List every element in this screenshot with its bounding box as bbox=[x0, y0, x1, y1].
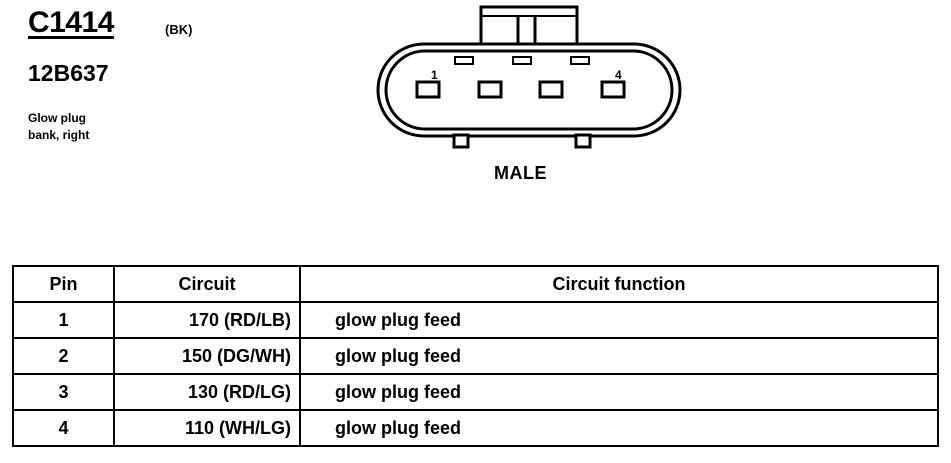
connector-body-outer bbox=[376, 42, 682, 138]
connector-face-diagram: 1 4 bbox=[376, 5, 682, 149]
cell-circuit: 170 (RD/LB) bbox=[113, 301, 301, 339]
key-tab-3 bbox=[570, 56, 590, 65]
table-row: 4 110 (WH/LG) glow plug feed bbox=[12, 409, 939, 447]
header-circuit-function: Circuit function bbox=[299, 265, 939, 303]
cell-pin: 4 bbox=[12, 409, 115, 447]
cell-function: glow plug feed bbox=[299, 301, 939, 339]
connector-body-inner bbox=[384, 49, 674, 131]
description-line-2: bank, right bbox=[28, 128, 90, 142]
cell-function: glow plug feed bbox=[299, 337, 939, 375]
pin-table: Pin Circuit Circuit function 1 170 (RD/L… bbox=[12, 265, 939, 447]
table-row: 2 150 (DG/WH) glow plug feed bbox=[12, 337, 939, 375]
key-tab-1 bbox=[454, 56, 474, 65]
cell-function: glow plug feed bbox=[299, 373, 939, 411]
pin-label-4: 4 bbox=[615, 68, 622, 82]
bottom-post-left bbox=[452, 133, 470, 149]
cell-circuit: 150 (DG/WH) bbox=[113, 337, 301, 375]
table-row: 3 130 (RD/LG) glow plug feed bbox=[12, 373, 939, 411]
part-number: 12B637 bbox=[28, 60, 109, 86]
connector-description: Glow plug bank, right bbox=[28, 110, 148, 144]
pin-cavity-2 bbox=[477, 80, 503, 99]
cell-pin: 3 bbox=[12, 373, 115, 411]
cell-pin: 2 bbox=[12, 337, 115, 375]
header-pin: Pin bbox=[12, 265, 115, 303]
cell-circuit: 110 (WH/LG) bbox=[113, 409, 301, 447]
key-tab-2 bbox=[512, 56, 532, 65]
cell-function: glow plug feed bbox=[299, 409, 939, 447]
table-row: 1 170 (RD/LB) glow plug feed bbox=[12, 301, 939, 339]
connector-id: C1414 bbox=[28, 6, 114, 39]
description-line-1: Glow plug bbox=[28, 111, 86, 125]
connector-gender-label: MALE bbox=[494, 163, 547, 183]
bottom-post-right bbox=[574, 133, 592, 149]
cell-circuit: 130 (RD/LG) bbox=[113, 373, 301, 411]
cell-pin: 1 bbox=[12, 301, 115, 339]
pin-cavity-3 bbox=[538, 80, 564, 99]
pin-cavity-4 bbox=[600, 80, 626, 99]
table-header-row: Pin Circuit Circuit function bbox=[12, 265, 939, 303]
header-circuit: Circuit bbox=[113, 265, 301, 303]
pin-label-1: 1 bbox=[431, 68, 438, 82]
color-code: (BK) bbox=[165, 22, 193, 37]
pin-cavity-1 bbox=[415, 80, 441, 99]
